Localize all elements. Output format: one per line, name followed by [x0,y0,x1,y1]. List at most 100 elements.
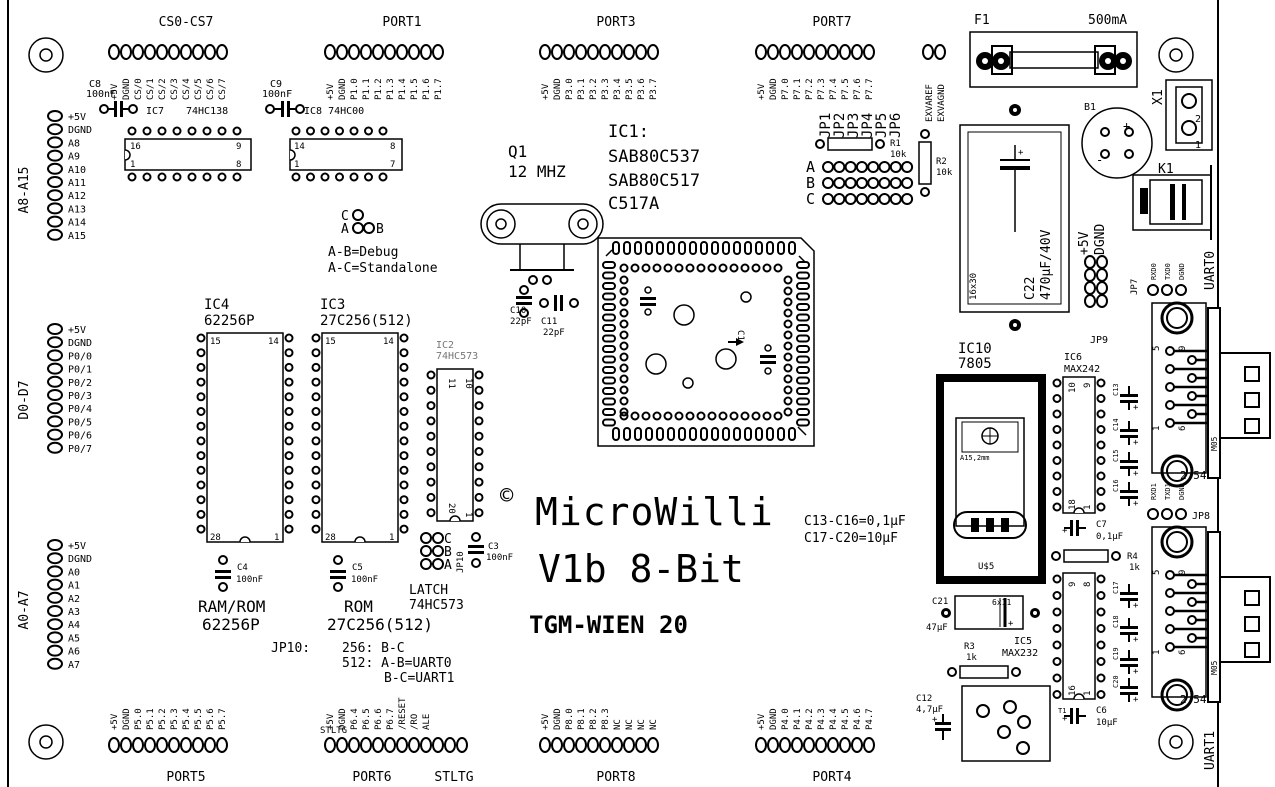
a0a7-pin-label: A6 [68,647,80,658]
ic-pad [399,407,409,416]
ic-pad [311,524,321,534]
ic-pad [172,126,182,136]
ic-pad [364,172,373,182]
jp-pad [878,161,891,173]
plcc-pad [634,241,642,255]
cs-pin-label: DGND [122,78,132,100]
jp9-header [1084,255,1108,308]
jp10-c: C [444,532,452,547]
ic-pad [284,377,294,387]
port6-pin-label: DGND [338,708,348,730]
capacitor-c8 [99,101,138,117]
jp-row-c: C [806,190,815,208]
ic8-pin14: 14 [294,142,305,152]
port5-pad [192,737,204,753]
d0d7-pin-label: +5V [68,325,86,336]
plcc-pad [667,241,675,255]
port7-pad [851,44,863,60]
jp9-pad [1084,268,1096,282]
d0d7-title: D0-D7 [17,380,32,419]
svg-text:1: 1 [1152,426,1162,431]
port5-pad [132,737,144,753]
d0d7-pad [47,402,63,415]
plcc-inner-pad [783,396,793,406]
a0a7-pin-label: A5 [68,633,80,644]
port8-title: PORT8 [596,770,635,785]
port6-pin-label: P6.4 [350,708,360,730]
port7-pad [755,44,767,60]
ic-pad [426,370,436,380]
c5-value: 100nF [351,575,378,585]
port3-pin-label: P3.3 [601,78,611,100]
port7-pad [779,44,791,60]
plcc-inner-pad [783,341,793,351]
ic-pad [1096,378,1106,388]
plcc-pad [722,427,730,441]
port3-pin-label: P3.4 [613,78,623,100]
resistor-r1 [815,137,885,151]
cs-pad [120,44,132,60]
port3-pad [575,44,587,60]
uart0-label: UART0 [1203,251,1218,290]
ic-pad [311,495,321,505]
a0a7-pad [47,591,63,604]
a0a7-pin-label: DGND [68,554,92,565]
ic-pad [1052,640,1062,650]
plcc-inner-pad [619,396,629,406]
port8-pin-label: P8.1 [577,708,587,730]
ic3-pin15: 15 [325,337,336,347]
plcc-pad [689,241,697,255]
svg-text:5: 5 [1152,570,1162,575]
c7-label: C7 [1096,520,1107,530]
plcc-pad [602,313,616,322]
ic5-pin16: 16 [1068,685,1078,696]
port8-pin-label: P8.2 [589,708,599,730]
port1-pad [420,44,432,60]
port1-pin-label: DGND [338,78,348,100]
plcc-inner-pad [652,263,662,273]
port4-pin-label: P4.6 [853,708,863,730]
jp-pad [901,193,914,205]
port5-pad [204,737,216,753]
port5-pin-label: P5.7 [218,708,228,730]
plcc-pad [678,241,686,255]
jp-pad [901,177,914,189]
port4-pin-label: +5V [757,713,767,730]
plcc-inner-pad [783,352,793,362]
c3-value: 100nF [486,553,513,563]
ic7-pin1: 1 [130,160,135,170]
jp-pad [833,161,846,173]
q1-frequency: 12 MHZ [508,162,566,181]
power-jack-k1 [1132,165,1212,240]
ic-pad [335,126,344,136]
ic1-variant-1: SAB80C537 [608,147,700,167]
cs-pin-label: CS/3 [170,78,180,100]
plcc-pad [733,427,741,441]
ic-pad [196,377,206,387]
port8-pad [611,737,623,753]
plcc-inner-pad [619,341,629,351]
a8a15-pin-label: A13 [68,204,86,215]
svg-text:+: + [932,715,938,725]
ic-pad [1052,456,1062,465]
c22-value: 470µF/40V [1039,229,1054,300]
port4-pad [767,737,779,753]
cap-plate [1120,686,1138,689]
a8a15-pad [47,110,63,122]
plcc-pad [777,241,785,255]
ic-pad [142,172,152,182]
a8a15-pad [47,176,63,188]
ic2-dip20 [436,368,474,522]
plcc-inner-pad [729,263,739,273]
plcc-pad [777,427,785,441]
port5-pin-label: P5.6 [206,708,216,730]
ic-pad [311,348,321,358]
port5-pin-label: +5V [110,713,120,730]
plcc-inner-pad [619,319,629,329]
ic8-dip14 [289,138,403,171]
cs-pin-label: +5V [110,83,120,100]
svg-text:+: + [1133,601,1139,611]
a0a7-pad [47,552,63,565]
ic-pad [202,126,212,136]
port3-pad [551,44,563,60]
